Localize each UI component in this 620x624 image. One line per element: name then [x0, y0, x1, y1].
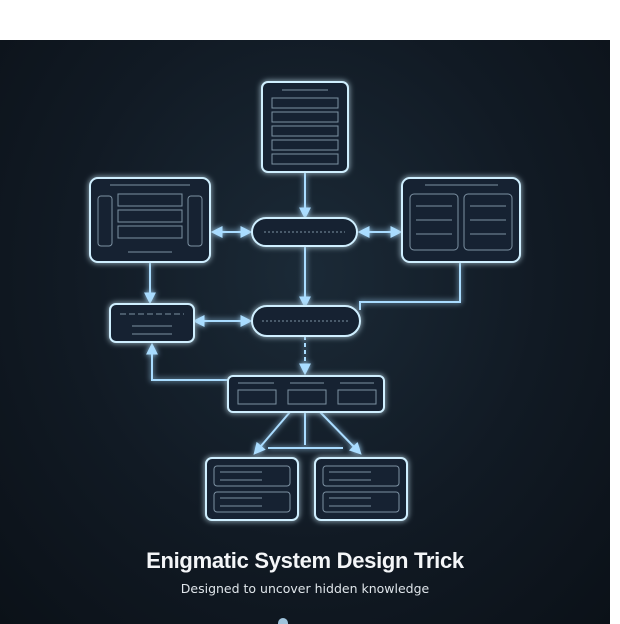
page-title: Enigmatic System Design Trick	[146, 548, 464, 573]
diagram-panel: Enigmatic System Design Trick Designed t…	[0, 40, 610, 624]
node-right-service	[401, 177, 521, 263]
arrow-workers-to-db-right	[319, 411, 362, 455]
node-db-right	[314, 457, 408, 521]
diagram-logo-icon	[278, 618, 288, 624]
connectors	[144, 173, 461, 455]
arrow-workers-to-store	[146, 342, 228, 381]
node-db-left	[205, 457, 299, 521]
node-workers	[227, 375, 385, 413]
line-right-to-queue	[359, 262, 461, 310]
page-subtitle: Designed to uncover hidden knowledge	[180, 581, 430, 596]
system-diagram	[89, 81, 521, 521]
node-top-config	[261, 81, 349, 173]
node-inner-details	[97, 89, 513, 513]
node-store	[109, 303, 195, 343]
node-left-service	[89, 177, 211, 263]
arrow-workers-to-db-left	[253, 411, 291, 455]
